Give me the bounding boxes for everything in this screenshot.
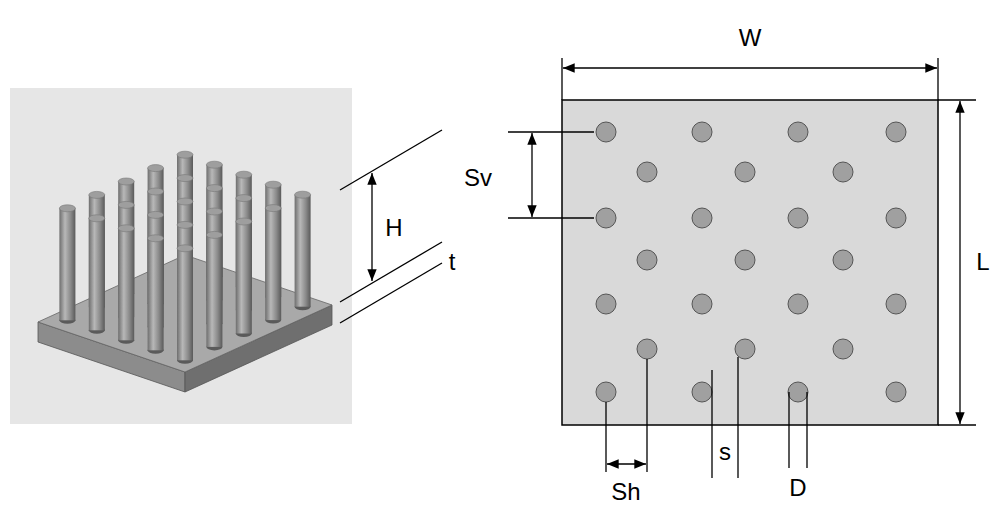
- base-plate-top-view: [562, 100, 938, 425]
- dimension-label: Sv: [464, 166, 492, 190]
- dimension-label: W: [739, 26, 762, 50]
- dimension-lines-top-view: [508, 58, 976, 478]
- dimension-label: Sh: [611, 480, 640, 504]
- dimension-label: s: [719, 440, 731, 464]
- dimension-lines-3d: [340, 130, 442, 323]
- dimension-label: D: [789, 476, 806, 500]
- dimension-label: L: [976, 250, 989, 274]
- dimension-label: t: [449, 250, 456, 274]
- pin-array-top-view: [596, 122, 906, 402]
- photo-background: [10, 88, 352, 424]
- heatsink-3d: [38, 151, 332, 392]
- dimension-label: H: [385, 216, 402, 240]
